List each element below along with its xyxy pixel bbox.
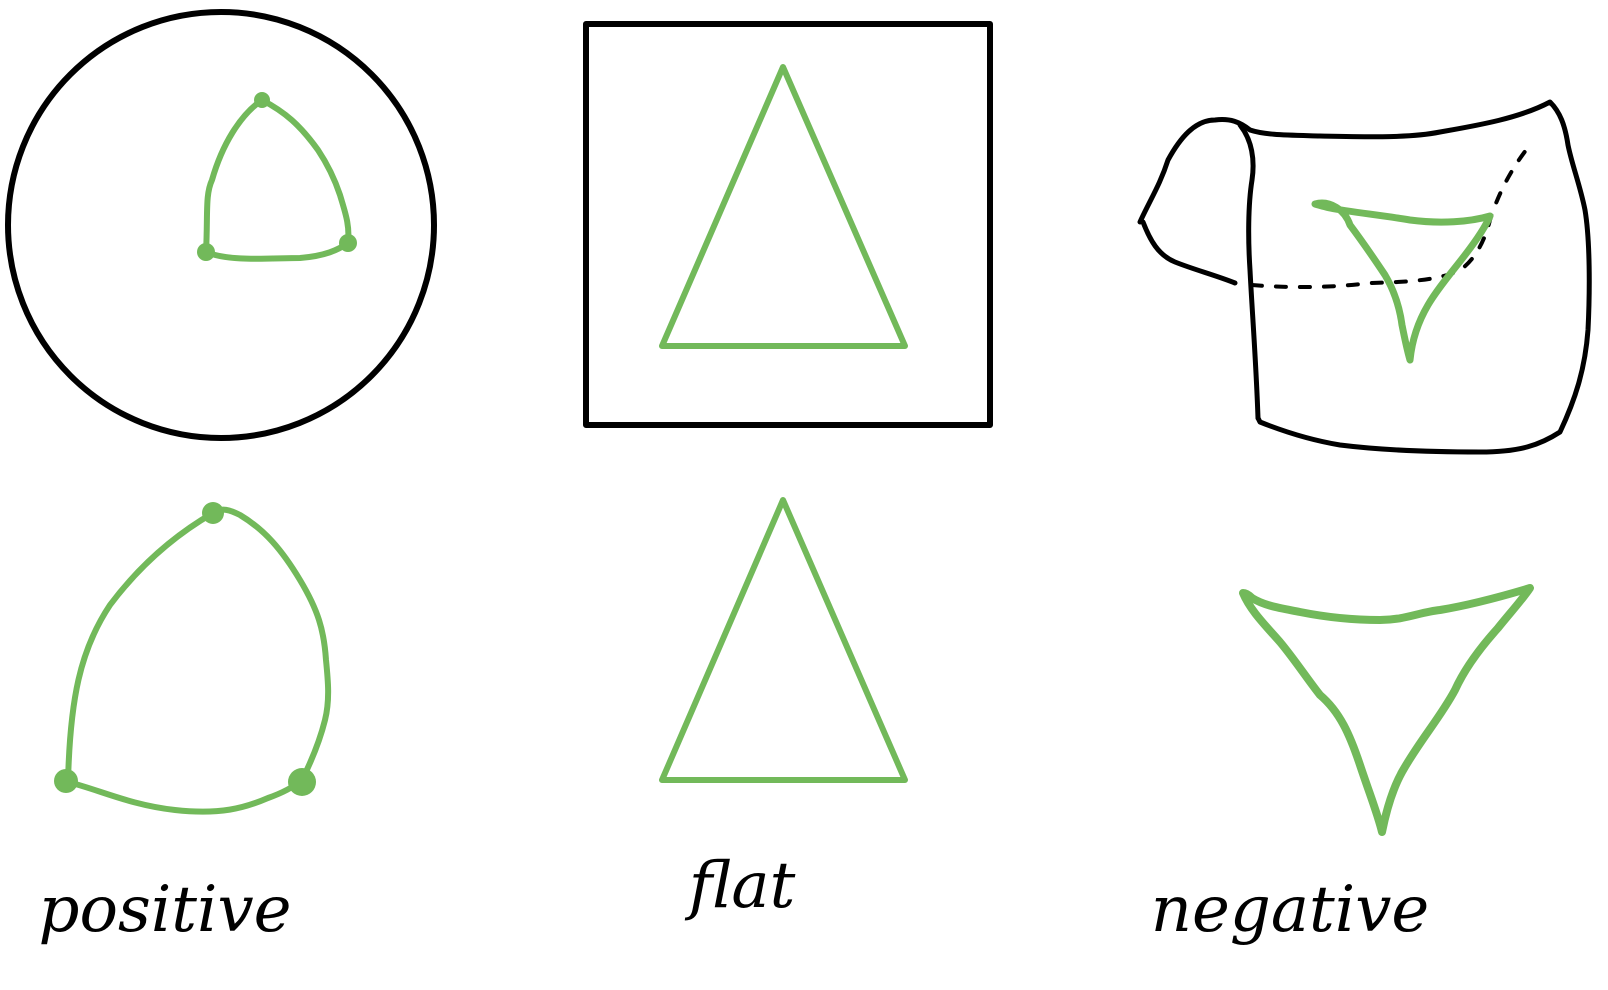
saddle-flap	[1140, 122, 1261, 421]
flat-triangle	[659, 497, 908, 783]
positive-panel	[5, 9, 437, 815]
positive-vertex-top	[202, 502, 224, 524]
saddle-dashed-curve	[1250, 143, 1532, 290]
sphere-outline	[5, 9, 437, 441]
plane-outline	[583, 21, 993, 428]
sphere-vertex-top	[254, 92, 270, 108]
saddle-triangle	[1311, 199, 1494, 364]
saddle-outline	[1137, 99, 1592, 455]
negative-panel	[1137, 99, 1592, 836]
positive-vertex-left	[54, 769, 78, 793]
label-flat: flat	[688, 849, 796, 923]
sphere-vertex-right	[339, 234, 357, 252]
positive-triangle	[65, 506, 332, 815]
sphere-triangle	[203, 97, 352, 262]
plane-triangle	[659, 64, 908, 349]
flat-panel	[583, 21, 993, 783]
label-negative: negative	[1150, 873, 1430, 947]
positive-vertex-right	[288, 768, 316, 796]
negative-triangle	[1239, 584, 1534, 836]
label-positive: positive	[38, 873, 292, 947]
sphere-vertex-left	[197, 243, 215, 261]
